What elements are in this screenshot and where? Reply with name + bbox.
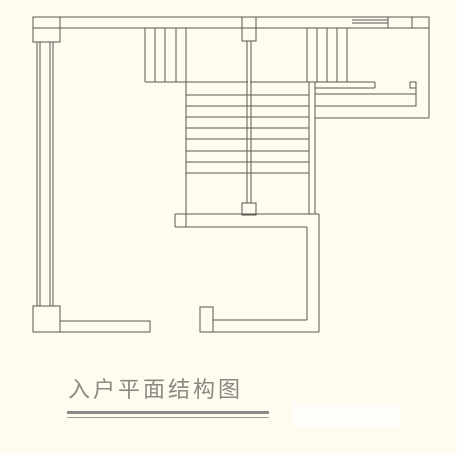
left-wall bbox=[32, 42, 151, 333]
drawing-title: 入户平面结构图 bbox=[68, 378, 244, 403]
watermark-logo bbox=[293, 402, 401, 428]
title-underline-thick bbox=[67, 411, 269, 414]
stair-center-rail bbox=[241, 41, 257, 216]
stair-upper-right bbox=[250, 28, 375, 83]
top-wall bbox=[32, 16, 430, 43]
title-underline-thin bbox=[67, 417, 269, 418]
stair-upper-left bbox=[144, 28, 248, 83]
right-wall bbox=[314, 28, 430, 214]
lower-walls bbox=[174, 213, 320, 333]
stair-central bbox=[185, 82, 310, 214]
